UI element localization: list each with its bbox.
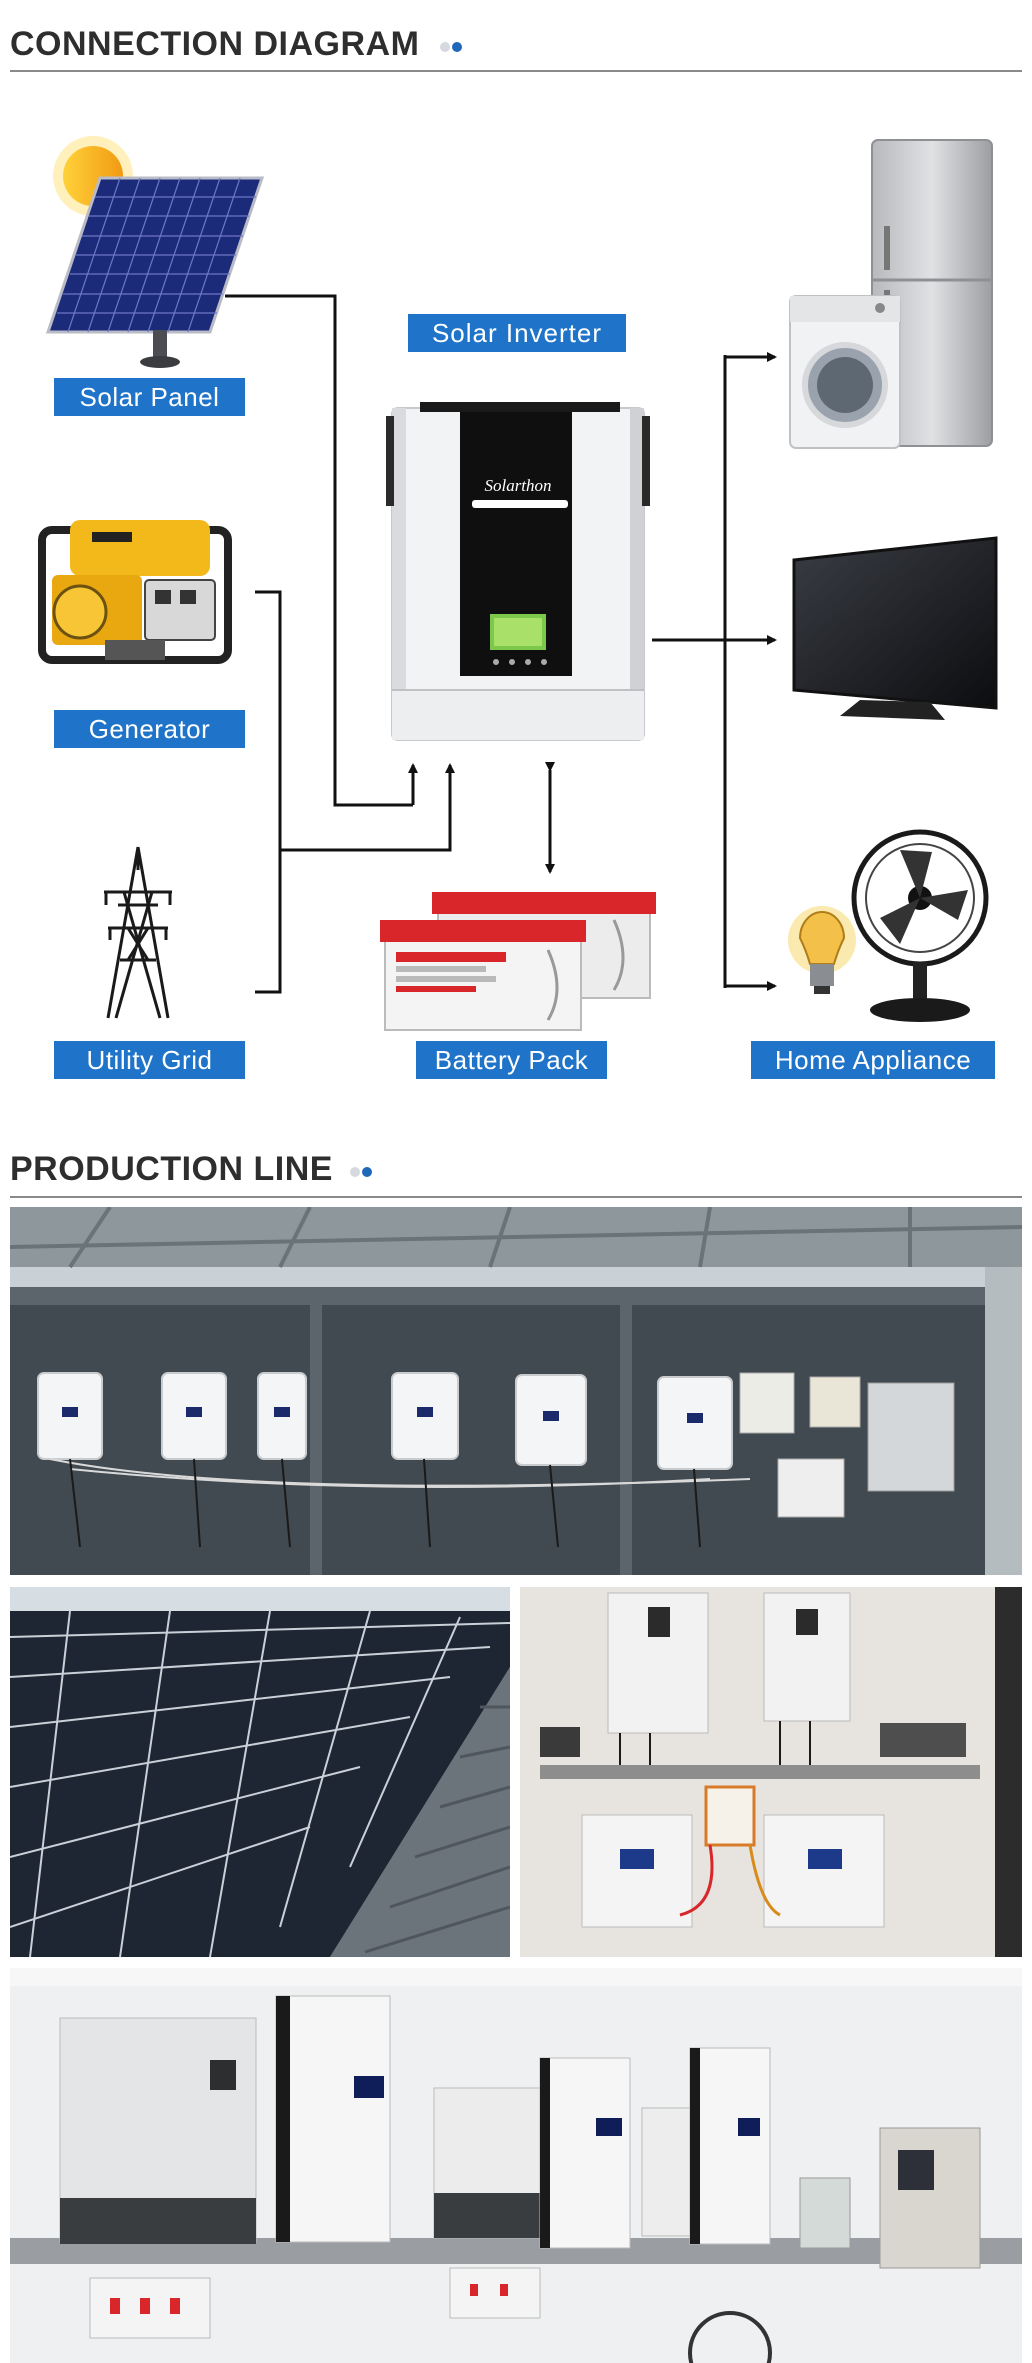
television-icon: [792, 536, 998, 720]
photo-indoor-storage-system: [520, 1587, 1022, 1957]
connection-diagram-title: CONNECTION DIAGRAM: [10, 25, 420, 63]
utility-grid-label: Utility Grid: [54, 1041, 245, 1079]
photo-outdoor-inverter-wall: [10, 1207, 1022, 1575]
inverter-brand: Solarthon: [484, 476, 552, 495]
title-dots: [350, 1165, 380, 1179]
battery-icon: [380, 892, 656, 1031]
solar-panel-label: Solar Panel: [54, 378, 245, 416]
battery-pack-label: Battery Pack: [416, 1041, 607, 1079]
inverter-icon: [386, 402, 650, 741]
connection-lines: [225, 294, 777, 994]
generator-icon: [38, 520, 232, 664]
washing-machine-icon: [789, 295, 901, 449]
production-line-title: PRODUCTION LINE: [10, 1150, 333, 1188]
solar-panel-icon: [45, 176, 265, 368]
solar-inverter-label: Solar Inverter: [408, 314, 626, 352]
fan-icon: [851, 829, 989, 1022]
title-dots: [440, 40, 470, 54]
title-rule: [10, 70, 1022, 72]
title-rule: [10, 1196, 1022, 1198]
home-appliance-label: Home Appliance: [751, 1041, 995, 1079]
connection-diagram: [38, 136, 998, 1031]
light-bulb-icon: [788, 906, 856, 994]
generator-label: Generator: [54, 710, 245, 748]
photo-solar-rooftop: [10, 1587, 510, 1957]
transmission-tower-icon: [104, 846, 172, 1019]
photo-showroom-inverter-wall: [10, 1968, 1022, 2363]
